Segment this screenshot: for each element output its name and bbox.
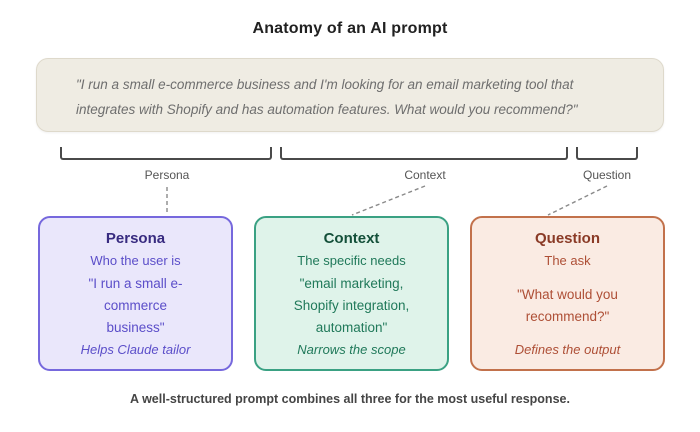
question-card-title: Question bbox=[534, 230, 600, 247]
context-card-note: Narrows the scope bbox=[297, 342, 406, 357]
prompt-quote-line-1: "I run a small e-commerce business and I… bbox=[76, 77, 574, 92]
cards-row: Persona Who the user is "I run a small e… bbox=[38, 216, 665, 371]
question-card-example: "What would you recommend?" bbox=[517, 286, 618, 324]
persona-bracket-label: Persona bbox=[144, 168, 190, 182]
context-bracket bbox=[280, 147, 568, 160]
persona-bracket bbox=[60, 147, 272, 160]
context-card-title: Context bbox=[323, 230, 380, 247]
prompt-quote-box: "I run a small e-commerce business and I… bbox=[36, 58, 664, 132]
context-connector-line bbox=[351, 185, 426, 216]
diagram-caption: A well-structured prompt combines all th… bbox=[130, 392, 570, 406]
context-bracket-label: Context bbox=[404, 168, 446, 182]
persona-card: Persona Who the user is "I run a small e… bbox=[38, 216, 233, 371]
question-card-subtitle: The ask bbox=[544, 253, 591, 268]
prompt-quote-text: "I run a small e-commerce business and I… bbox=[76, 72, 633, 122]
persona-card-subtitle: Who the user is bbox=[90, 253, 181, 268]
question-bracket-label: Question bbox=[582, 168, 632, 182]
persona-card-note: Helps Claude tailor bbox=[80, 342, 191, 357]
context-card: Context The specific needs "email market… bbox=[254, 216, 449, 371]
question-card-note: Defines the output bbox=[514, 342, 621, 357]
persona-card-example: "I run a small e-commerce business" bbox=[88, 275, 183, 335]
context-card-example: "email marketing, Shopify integration, a… bbox=[293, 275, 410, 335]
prompt-quote-line-2: integrates with Shopify and has automati… bbox=[76, 102, 578, 117]
question-bracket bbox=[576, 147, 638, 160]
question-connector-line bbox=[547, 185, 608, 216]
context-card-subtitle: The specific needs bbox=[297, 253, 406, 268]
persona-card-title: Persona bbox=[105, 230, 166, 247]
question-card: Question The ask "What would you recomme… bbox=[470, 216, 665, 371]
diagram-title: Anatomy of an AI prompt bbox=[252, 20, 448, 37]
